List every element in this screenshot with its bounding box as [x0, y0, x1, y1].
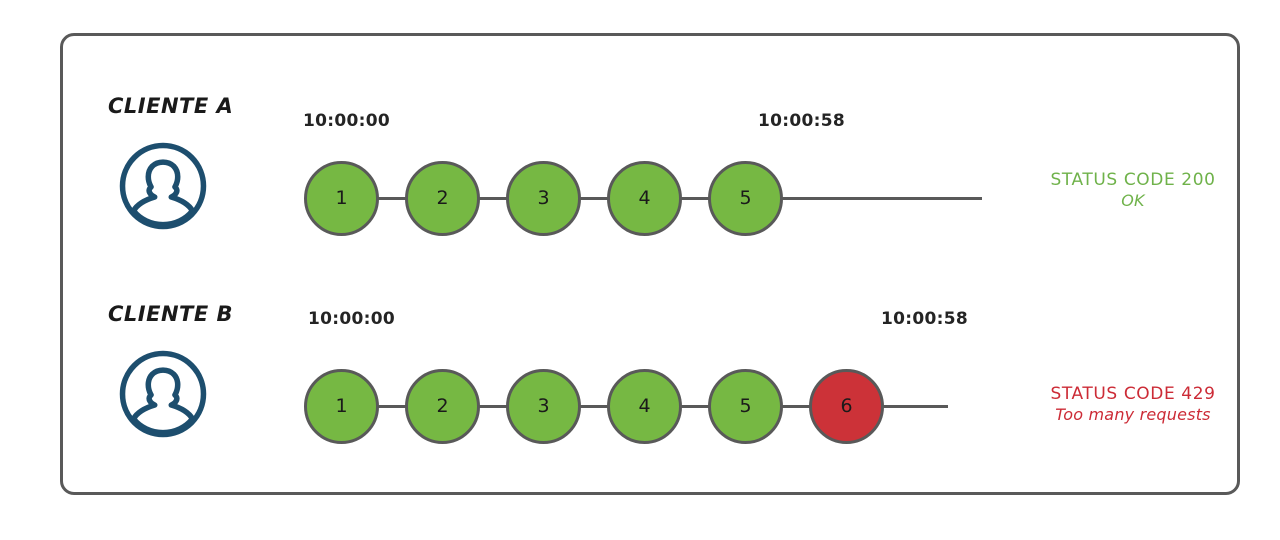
request-node[interactable]: 1 — [304, 160, 379, 236]
request-node[interactable]: 3 — [506, 160, 581, 236]
request-node[interactable]: 1 — [304, 368, 379, 444]
request-node[interactable]: 5 — [708, 160, 783, 236]
request-node[interactable]: 4 — [607, 160, 682, 236]
status-badge-b: STATUS CODE 429 Too many requests — [1018, 384, 1248, 425]
request-node[interactable]: 3 — [506, 368, 581, 444]
chain-connector — [681, 196, 709, 200]
chain-connector — [681, 404, 709, 408]
request-node[interactable]: 4 — [607, 368, 682, 444]
status-badge-a: STATUS CODE 200 OK — [1018, 170, 1248, 211]
chain-connector — [782, 404, 810, 408]
timestamp-a-start: 10:00:00 — [303, 111, 390, 131]
timestamp-a-end: 10:00:58 — [758, 111, 845, 131]
chain-tail — [883, 404, 948, 408]
request-node[interactable]: 5 — [708, 368, 783, 444]
timestamp-b-end: 10:00:58 — [881, 309, 968, 329]
person-circle-icon — [117, 140, 209, 232]
request-chain-a: 1 2 3 4 5 — [304, 158, 982, 238]
person-circle-icon — [117, 348, 209, 440]
chain-connector — [479, 404, 507, 408]
status-code-text: STATUS CODE 200 — [1050, 170, 1216, 190]
diagram-frame: CLIENTE A 10:00:00 10:00:58 1 2 3 4 5 ST… — [60, 33, 1240, 495]
client-b-label: CLIENTE B — [108, 302, 234, 326]
client-row-a: CLIENTE A 10:00:00 10:00:58 1 2 3 4 5 ST… — [63, 58, 1237, 258]
client-a-label: CLIENTE A — [108, 94, 234, 118]
chain-connector — [479, 196, 507, 200]
status-detail-text: OK — [1121, 191, 1145, 211]
timestamp-b-start: 10:00:00 — [308, 309, 395, 329]
status-detail-text: Too many requests — [1055, 405, 1211, 425]
chain-tail — [782, 196, 982, 200]
request-node[interactable]: 2 — [405, 368, 480, 444]
chain-connector — [580, 404, 608, 408]
chain-connector — [378, 196, 406, 200]
request-node-blocked[interactable]: 6 — [809, 368, 884, 444]
client-row-b: CLIENTE B 10:00:00 10:00:58 1 2 3 4 5 6 … — [63, 266, 1237, 466]
request-chain-b: 1 2 3 4 5 6 — [304, 366, 948, 446]
request-node[interactable]: 2 — [405, 160, 480, 236]
status-code-text: STATUS CODE 429 — [1050, 384, 1216, 404]
chain-connector — [378, 404, 406, 408]
chain-connector — [580, 196, 608, 200]
